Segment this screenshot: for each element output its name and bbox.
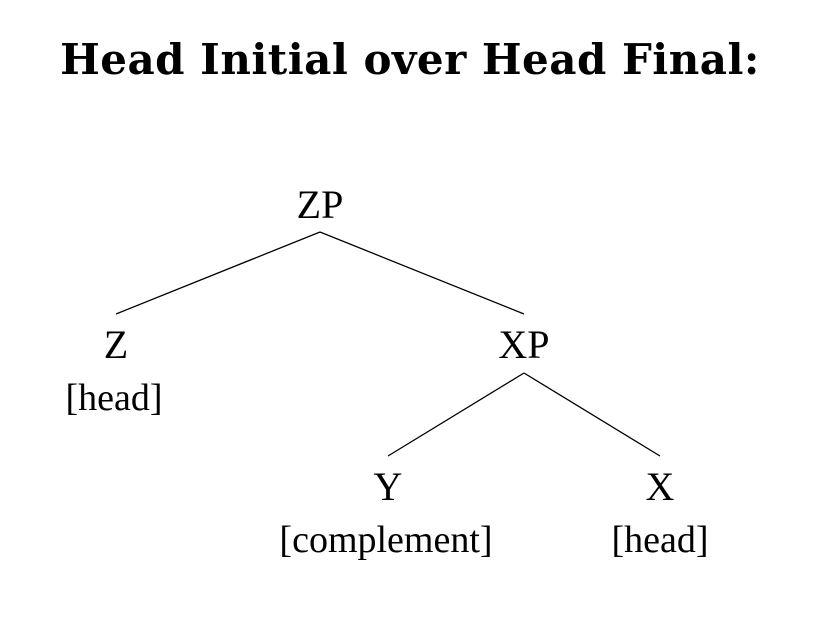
node-xp: XP: [498, 322, 549, 367]
node-y: Y: [374, 464, 403, 509]
node-z-role: [head]: [65, 377, 162, 419]
edge-xp-x: [523, 372, 661, 457]
node-y-role: [complement]: [279, 519, 492, 561]
node-zp: ZP: [297, 182, 344, 227]
node-x: X: [646, 464, 675, 509]
diagram-title: Head Initial over Head Final:: [60, 35, 760, 84]
edge-zp-z: [115, 231, 321, 315]
node-z: Z: [104, 322, 128, 367]
edge-zp-xp: [319, 231, 525, 315]
edge-xp-y: [387, 372, 525, 457]
node-x-role: [head]: [611, 519, 708, 561]
